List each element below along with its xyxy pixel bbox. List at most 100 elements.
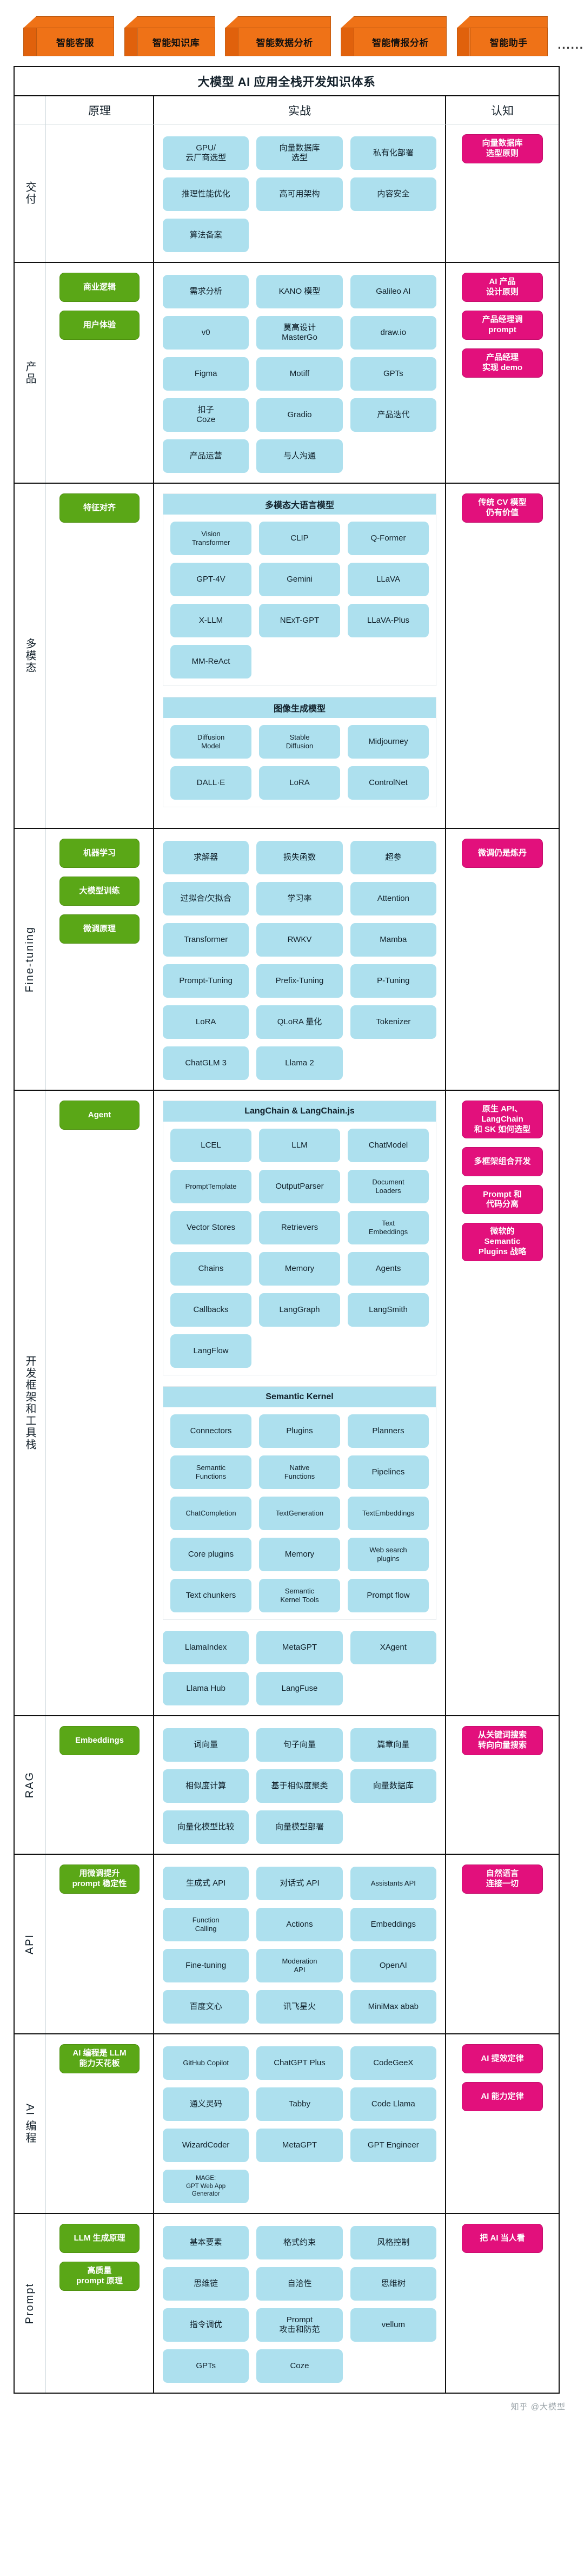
practice-chip[interactable]: Assistants API [350,1867,436,1900]
practice-chip[interactable]: Embeddings [350,1908,436,1941]
practice-chip[interactable]: 句子向量 [256,1728,343,1762]
practice-chip[interactable]: 产品运营 [163,439,249,473]
panel-chip[interactable]: X-LLM [170,604,251,637]
practice-chip[interactable]: GPTs [163,2349,249,2383]
practice-chip[interactable]: GPT Engineer [350,2129,436,2162]
cognition-pill[interactable]: 传统 CV 模型仍有价值 [462,493,543,523]
panel-chip[interactable]: Memory [259,1538,340,1571]
cognition-pill[interactable]: 把 AI 当人看 [462,2224,543,2253]
practice-chip[interactable]: Gradio [256,398,343,432]
practice-chip[interactable]: ChatGPT Plus [256,2046,343,2080]
principle-pill[interactable]: Agent [59,1101,140,1130]
practice-chip[interactable]: Llama 2 [256,1046,343,1080]
practice-chip[interactable]: Fine-tuning [163,1949,249,1982]
practice-chip[interactable]: 产品迭代 [350,398,436,432]
cognition-pill[interactable]: 向量数据库选型原则 [462,134,543,163]
principle-pill[interactable]: 用户体验 [59,311,140,340]
practice-chip[interactable]: 算法备案 [163,219,249,252]
practice-chip[interactable]: 自洽性 [256,2267,343,2301]
practice-chip[interactable]: CodeGeeX [350,2046,436,2080]
practice-chip[interactable]: 词向量 [163,1728,249,1762]
practice-chip[interactable]: Attention [350,882,436,915]
panel-chip[interactable]: TextEmbeddings [348,1497,429,1530]
panel-chip[interactable]: Chains [170,1252,251,1286]
scenario-box-2[interactable]: 智能数据分析 [225,16,331,56]
panel-chip[interactable]: LLaVA [348,563,429,596]
practice-chip[interactable]: 内容安全 [350,177,436,211]
practice-chip[interactable]: 高可用架构 [256,177,343,211]
panel-chip[interactable]: PromptTemplate [170,1170,251,1203]
practice-chip[interactable]: QLoRA 量化 [256,1005,343,1039]
panel-chip[interactable]: Text chunkers [170,1579,251,1612]
panel-chip[interactable]: Prompt flow [348,1579,429,1612]
practice-chip[interactable]: vellum [350,2308,436,2342]
practice-chip[interactable]: 过拟合/欠拟合 [163,882,249,915]
practice-chip[interactable]: 通义灵码 [163,2087,249,2121]
panel-chip[interactable]: LCEL [170,1129,251,1162]
scenario-box-3[interactable]: 智能情报分析 [341,16,447,56]
scenario-box-1[interactable]: 智能知识库 [124,16,215,56]
practice-chip[interactable]: Llama Hub [163,1672,249,1705]
practice-chip[interactable]: v0 [163,316,249,350]
practice-chip[interactable]: KANO 模型 [256,275,343,308]
principle-pill[interactable]: Embeddings [59,1726,140,1755]
practice-chip[interactable]: 格式约束 [256,2226,343,2259]
practice-chip[interactable]: 相似度计算 [163,1769,249,1803]
scenario-box-0[interactable]: 智能客服 [23,16,114,56]
practice-chip[interactable]: LangFuse [256,1672,343,1705]
practice-chip[interactable]: 损失函数 [256,841,343,874]
panel-chip[interactable]: TextGeneration [259,1497,340,1530]
practice-chip[interactable]: MetaGPT [256,2129,343,2162]
practice-chip[interactable]: Code Llama [350,2087,436,2121]
principle-pill[interactable]: 大模型训练 [59,877,140,906]
panel-chip[interactable]: LangFlow [170,1334,251,1368]
practice-chip[interactable]: 思维链 [163,2267,249,2301]
panel-chip[interactable]: Connectors [170,1414,251,1448]
practice-chip[interactable]: 私有化部署 [350,136,436,170]
practice-chip[interactable]: 生成式 API [163,1867,249,1900]
panel-chip[interactable]: NExT-GPT [259,604,340,637]
panel-chip[interactable]: MM-ReAct [170,645,251,678]
practice-chip[interactable]: Transformer [163,923,249,957]
panel-chip[interactable]: ChatCompletion [170,1497,251,1530]
practice-chip[interactable]: Tabby [256,2087,343,2121]
practice-chip[interactable]: MetaGPT [256,1631,343,1664]
practice-chip[interactable]: Actions [256,1908,343,1941]
practice-chip[interactable]: 风格控制 [350,2226,436,2259]
practice-chip[interactable]: draw.io [350,316,436,350]
practice-chip[interactable]: ChatGLM 3 [163,1046,249,1080]
practice-chip[interactable]: 讯飞星火 [256,1990,343,2024]
panel-chip[interactable]: LoRA [259,766,340,800]
principle-pill[interactable]: LLM 生成原理 [59,2224,140,2253]
practice-chip[interactable]: Galileo AI [350,275,436,308]
panel-chip[interactable]: Vector Stores [170,1211,251,1244]
panel-chip[interactable]: Q-Former [348,522,429,555]
cognition-pill[interactable]: Prompt 和代码分离 [462,1185,543,1215]
practice-chip[interactable]: GitHub Copilot [163,2046,249,2080]
panel-chip[interactable]: Retrievers [259,1211,340,1244]
practice-chip[interactable]: OpenAI [350,1949,436,1982]
practice-chip[interactable]: 百度文心 [163,1990,249,2024]
practice-chip[interactable]: 指令调优 [163,2308,249,2342]
practice-chip[interactable]: MiniMax abab [350,1990,436,2024]
practice-chip[interactable]: 基本要素 [163,2226,249,2259]
panel-chip[interactable]: ChatModel [348,1129,429,1162]
practice-chip[interactable]: 基于相似度聚类 [256,1769,343,1803]
principle-pill[interactable]: 机器学习 [59,839,140,868]
panel-chip[interactable]: LLaVA-Plus [348,604,429,637]
practice-chip[interactable]: Coze [256,2349,343,2383]
practice-chip[interactable]: LoRA [163,1005,249,1039]
panel-chip[interactable]: DALL·E [170,766,251,800]
practice-chip[interactable]: 向量数据库选型 [256,136,343,170]
practice-chip[interactable]: 求解器 [163,841,249,874]
practice-chip[interactable]: XAgent [350,1631,436,1664]
cognition-pill[interactable]: 从关键词搜索转向向量搜索 [462,1726,543,1755]
